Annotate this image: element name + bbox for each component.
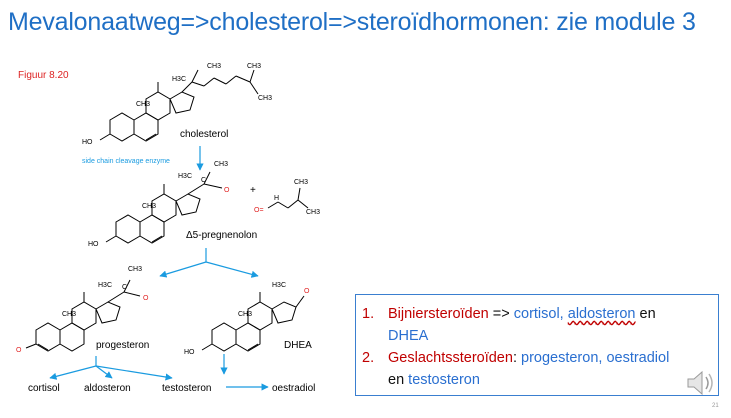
connector-text: en	[639, 306, 656, 322]
arrow-text: =>	[492, 306, 510, 322]
speaker-icon[interactable]	[684, 366, 718, 400]
plus-sign: +	[250, 185, 256, 196]
cholesterol-structure	[99, 69, 259, 142]
summary-list: 1. Bijniersteroïden => cortisol, aldoste…	[362, 303, 669, 391]
list-number: 2.	[362, 350, 375, 366]
atom-label: H	[274, 195, 279, 202]
atom-label: CH3	[238, 311, 252, 318]
atom-label: CH3	[207, 63, 221, 70]
list-item: 2. Geslachtssteroïden: progesteron, oest…	[362, 347, 669, 391]
atom-label: O	[224, 187, 230, 194]
term-cortisol: cortisol,	[513, 306, 564, 322]
atom-label: CH3	[294, 179, 308, 186]
term-testosteron: testosteron	[408, 372, 480, 388]
term-geslachtssteroiden: Geslachtssteroïden	[388, 350, 513, 366]
arrow	[49, 365, 97, 380]
arrow	[95, 365, 173, 381]
atom-label: CH3	[214, 161, 228, 168]
atom-label: HO	[88, 241, 99, 248]
atom-label: HO	[184, 349, 195, 356]
label-aldosteron: aldosteron	[84, 383, 131, 394]
atom-label: C	[201, 177, 206, 184]
label-pregnenolon: Δ5-pregnenolon	[186, 230, 257, 241]
summary-textbox: 1. Bijniersteroïden => cortisol, aldoste…	[355, 294, 719, 396]
atom-label: O	[304, 288, 310, 295]
label-testosteron: testosteron	[162, 383, 211, 394]
label-cholesterol: cholesterol	[180, 129, 228, 140]
atom-label: CH3	[128, 266, 142, 273]
term-dhea: DHEA	[388, 328, 429, 344]
list-item: 1. Bijniersteroïden => cortisol, aldoste…	[362, 303, 669, 347]
atom-label: H3C	[98, 282, 112, 289]
atom-label: HO	[82, 139, 93, 146]
label-cortisol: cortisol	[28, 383, 60, 394]
label-progesteron: progesteron	[96, 340, 149, 351]
atom-label: H3C	[272, 282, 286, 289]
atom-label: CH3	[62, 311, 76, 318]
connector-text: en	[388, 372, 405, 388]
dhea-structure	[201, 292, 305, 352]
atom-label: C	[122, 284, 127, 291]
figure-label: Figuur 8.20	[18, 70, 69, 81]
list-number: 1.	[362, 306, 375, 322]
slide-title: Mevalonaatweg=>cholesterol=>steroïdhormo…	[8, 8, 696, 36]
term-bijniersteroiden: Bijniersteroïden	[388, 306, 489, 322]
atom-label: H3C	[172, 76, 186, 83]
atom-label: O=	[254, 207, 264, 214]
label-enzyme: side chain cleavage enzyme	[82, 158, 170, 165]
arrow	[205, 261, 259, 278]
term-aldosteron: aldosteron	[567, 306, 636, 322]
arrow	[159, 261, 207, 278]
atom-label: O	[16, 347, 22, 354]
atom-label: CH3	[258, 95, 272, 102]
pregnenolon-structure	[105, 171, 223, 244]
arrow	[95, 365, 113, 379]
label-oestradiol: oestradiol	[272, 383, 315, 394]
atom-label: CH3	[306, 209, 320, 216]
term-progesteron-oestradiol: progesteron, oestradiol	[521, 350, 670, 366]
atom-label: O	[143, 295, 149, 302]
colon-text: :	[512, 350, 517, 366]
atom-label: H3C	[178, 173, 192, 180]
page-number: 21	[712, 403, 719, 409]
atom-label: CH3	[142, 203, 156, 210]
progesteron-structure	[25, 279, 141, 352]
atom-label: CH3	[136, 101, 150, 108]
isocaproaldehyde-structure	[267, 187, 309, 209]
atom-label: CH3	[247, 63, 261, 70]
label-dhea: DHEA	[284, 340, 312, 351]
